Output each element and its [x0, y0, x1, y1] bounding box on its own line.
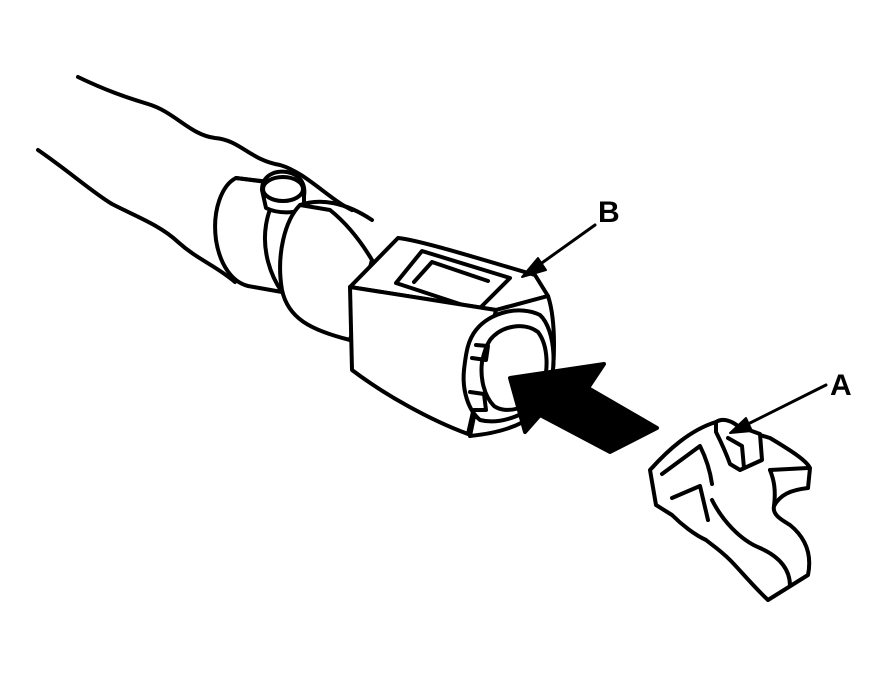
- hose: [36, 75, 354, 284]
- insertion-arrow: [508, 362, 659, 454]
- leader-a: [729, 383, 828, 434]
- callout-label-b: B: [598, 196, 620, 229]
- leader-b: [521, 223, 597, 278]
- collar-bump: [260, 169, 307, 215]
- retainer-clip-a: [648, 417, 812, 602]
- callout-label-a: A: [830, 369, 852, 402]
